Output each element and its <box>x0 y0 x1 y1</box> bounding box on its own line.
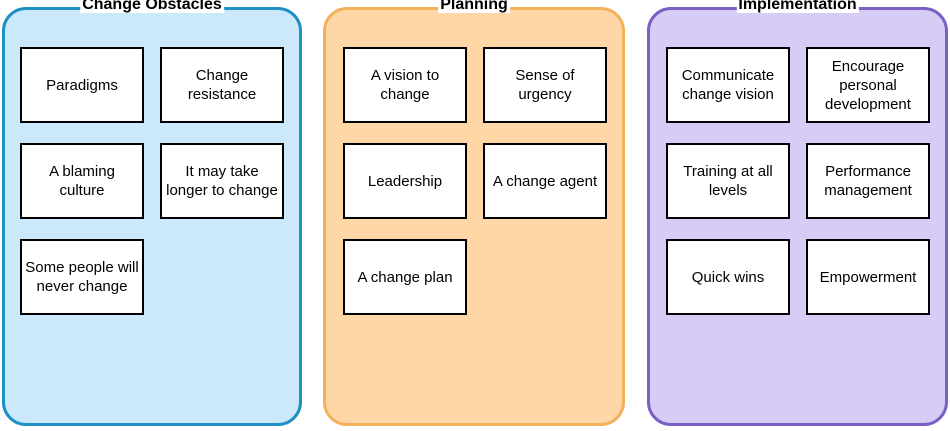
change-obstacles-panel: Change Obstacles Paradigms Change resist… <box>2 0 302 426</box>
card[interactable]: Encourage personal development <box>806 47 930 123</box>
card[interactable]: Change resistance <box>160 47 284 123</box>
planning-panel: Planning A vision to change Sense of urg… <box>323 0 625 426</box>
card[interactable]: It may take longer to change <box>160 143 284 219</box>
card[interactable]: Some people will never change <box>20 239 144 315</box>
card[interactable]: Communicate change vision <box>666 47 790 123</box>
card[interactable]: A change agent <box>483 143 607 219</box>
panel-title: Implementation <box>736 0 859 13</box>
card[interactable]: Sense of urgency <box>483 47 607 123</box>
card[interactable]: Training at all levels <box>666 143 790 219</box>
card[interactable]: A blaming culture <box>20 143 144 219</box>
card[interactable]: Quick wins <box>666 239 790 315</box>
implementation-panel: Implementation Communicate change vision… <box>647 0 948 426</box>
card[interactable]: Performance management <box>806 143 930 219</box>
card[interactable]: Paradigms <box>20 47 144 123</box>
card[interactable]: Empowerment <box>806 239 930 315</box>
card[interactable]: A vision to change <box>343 47 467 123</box>
card[interactable]: A change plan <box>343 239 467 315</box>
panel-title: Planning <box>438 0 510 13</box>
panel-title: Change Obstacles <box>80 0 224 13</box>
card[interactable]: Leadership <box>343 143 467 219</box>
